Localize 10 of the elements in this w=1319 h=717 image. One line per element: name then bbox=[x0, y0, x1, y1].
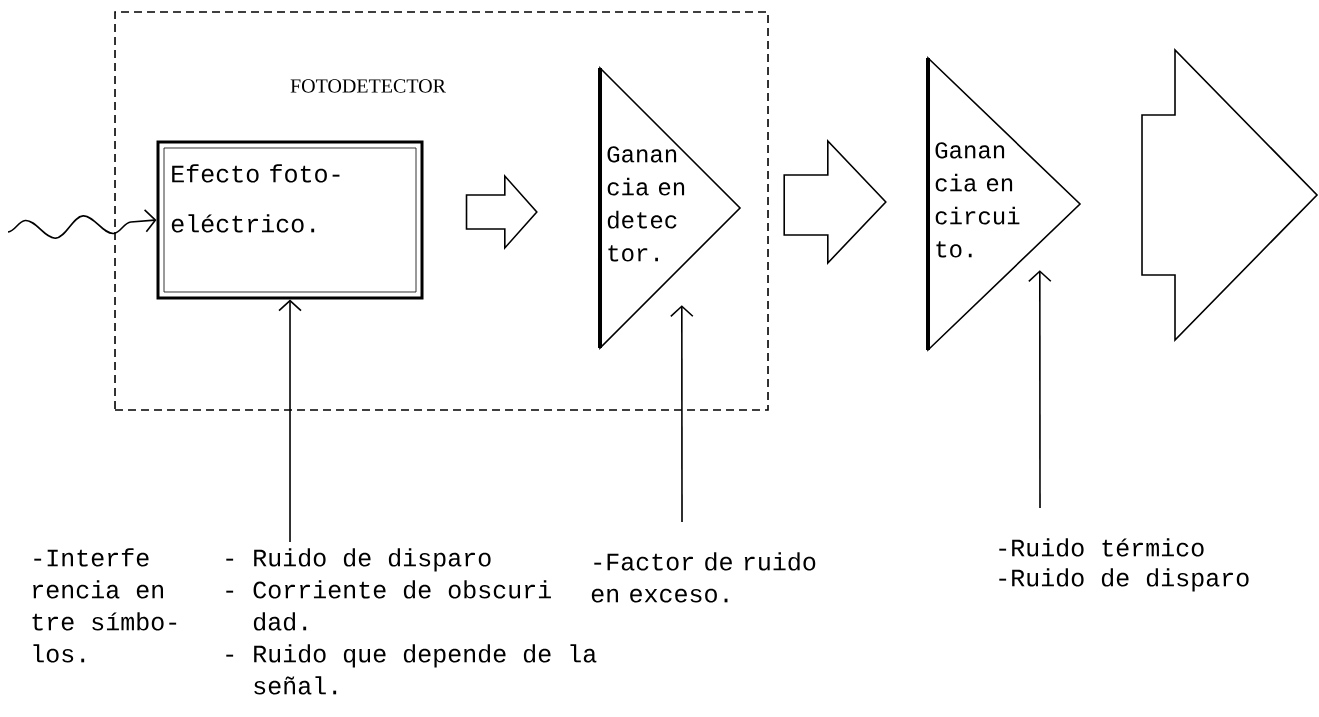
process-box: Efecto foto- eléctrico. bbox=[156, 140, 424, 300]
leader-arrow bbox=[1028, 270, 1052, 509]
note-text: -Factor de ruido en exceso. bbox=[591, 552, 816, 603]
wavy-arrow bbox=[7, 209, 157, 239]
output-arrow-shape bbox=[1141, 48, 1319, 342]
note-text: -Ruido térmico -Ruido de disparo bbox=[999, 538, 1249, 592]
block-arrow bbox=[783, 139, 887, 265]
leader-arrow bbox=[278, 299, 302, 543]
leader-arrow bbox=[670, 305, 694, 523]
block-arrow bbox=[465, 173, 538, 251]
